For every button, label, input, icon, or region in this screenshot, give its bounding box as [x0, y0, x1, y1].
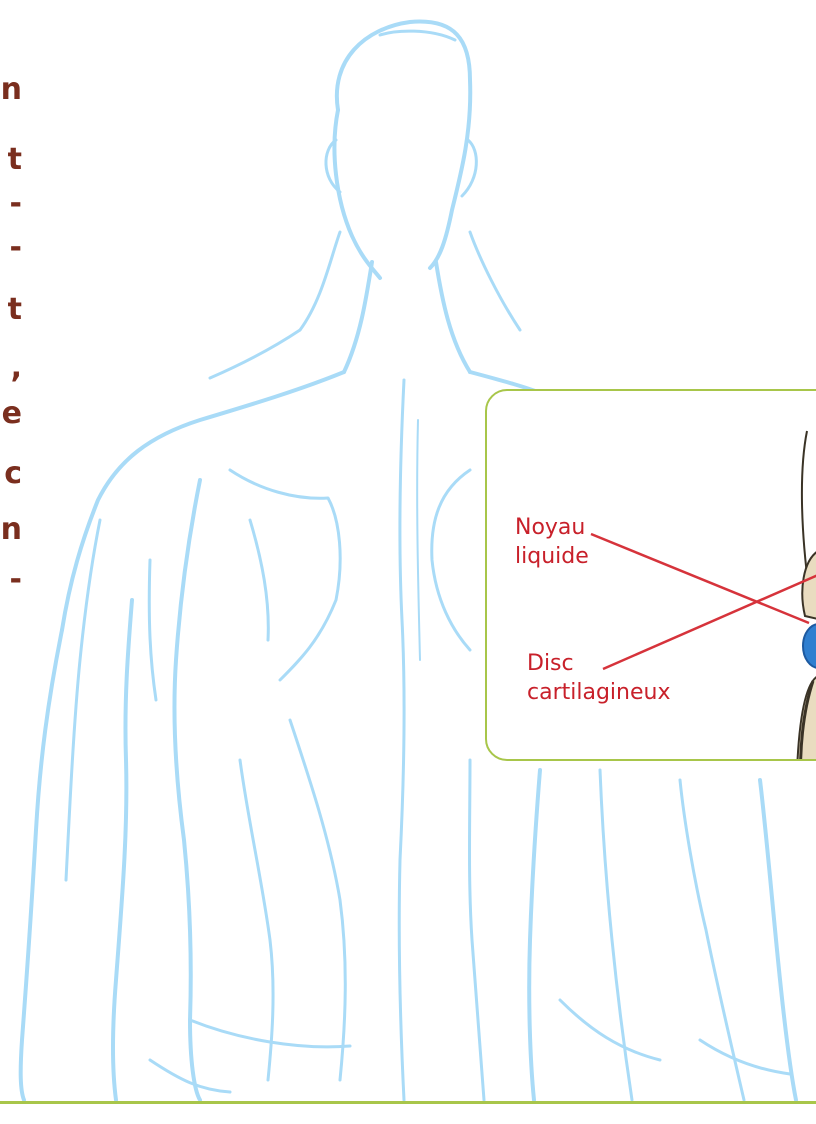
- callout-disc-line-2: cartilagineux: [527, 678, 670, 707]
- callout-disc-line-1: Disc: [527, 649, 670, 678]
- edge-glyph: t: [0, 140, 22, 180]
- page-edge-text-column: n t - - t , e c n -: [0, 0, 22, 1124]
- edge-glyph: n: [0, 510, 22, 550]
- callout-nucleus-line-2: liquide: [515, 542, 589, 571]
- edge-glyph: e: [0, 394, 22, 434]
- edge-glyph: -: [0, 228, 22, 268]
- callout-nucleus: Noyau liquide: [515, 513, 589, 571]
- callout-disc: Disc cartilagineux: [527, 649, 670, 707]
- edge-glyph: n: [0, 70, 22, 110]
- spine-inset-frame: Noyau liquide Disc cartilagineux: [485, 389, 816, 761]
- callout-nucleus-line-1: Noyau: [515, 513, 589, 542]
- edge-glyph: -: [0, 560, 22, 600]
- edge-glyph: ,: [0, 348, 22, 388]
- bottom-divider: [0, 1101, 816, 1104]
- edge-glyph: t: [0, 290, 22, 330]
- edge-glyph: -: [0, 184, 22, 224]
- nucleus-leader-line: [591, 534, 809, 623]
- edge-glyph: c: [0, 454, 22, 494]
